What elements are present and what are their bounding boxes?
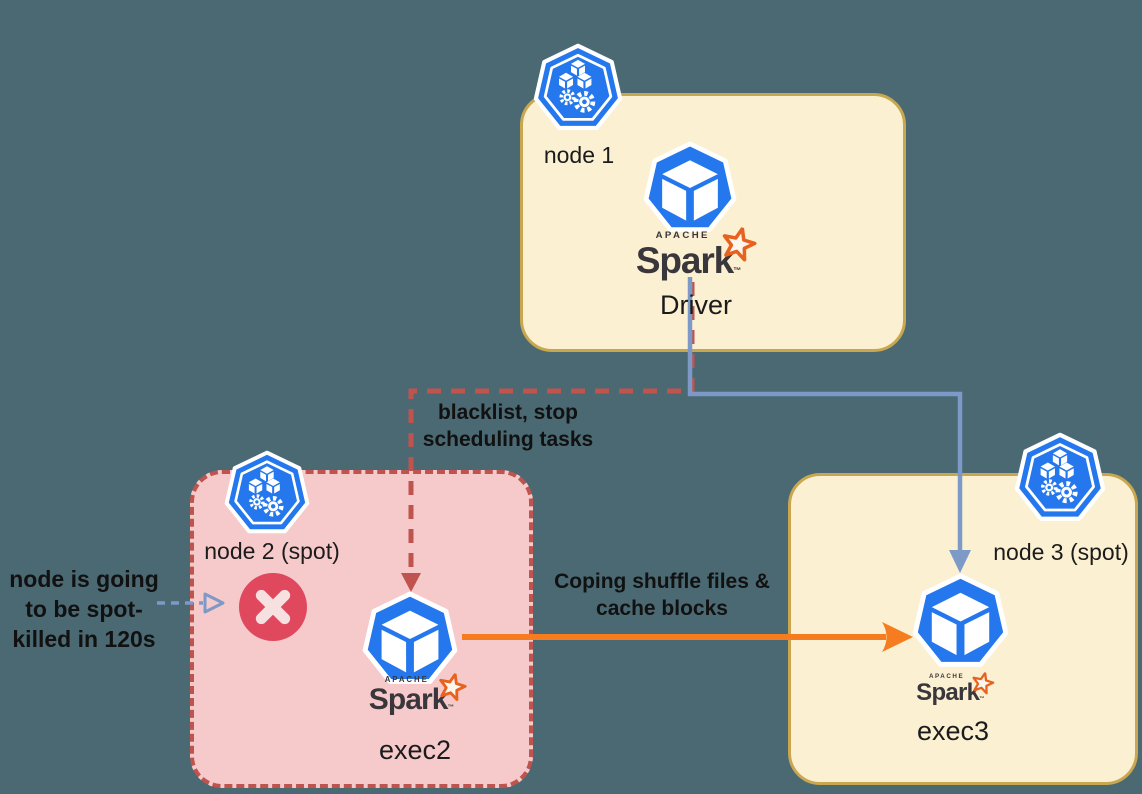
error-x-icon: [239, 573, 307, 641]
driver-to-exec3-arrowhead-icon: [949, 550, 971, 573]
kubernetes-node-icon: [1013, 432, 1107, 526]
copy-shuffle-annotation: Coping shuffle files & cache blocks: [554, 570, 770, 621]
driver-pod-cube-icon: [642, 141, 738, 237]
node2-label: node 2 (spot): [204, 538, 340, 564]
exec2-label: exec2: [378, 735, 452, 765]
kubernetes-node-icon: [223, 450, 311, 538]
spark-name: Spark: [916, 679, 980, 707]
driver-to-exec3-line: [687, 277, 963, 551]
spark-wordmark: Spark™: [916, 681, 984, 705]
spot-kill-arrowhead-icon: [203, 592, 225, 614]
trademark: ™: [447, 703, 455, 711]
spark-name: Spark: [368, 682, 449, 716]
apache-wordmark: APACHE: [928, 673, 965, 680]
spark-logo-driver: APACHE Spark™: [636, 231, 740, 279]
exec3-label: exec3: [916, 716, 990, 746]
spot-kill-annotation: node is going to be spot- killed in 120s: [9, 566, 159, 652]
blacklist-annotation: blacklist, stop scheduling tasks: [422, 401, 594, 452]
spark-name: Spark: [635, 239, 734, 281]
spark-logo-exec2: APACHE Spark™: [369, 676, 454, 715]
blacklist-arrowhead-icon: [401, 573, 421, 592]
trademark: ™: [979, 696, 984, 703]
node1-label: node 1: [543, 142, 615, 168]
spark-wordmark: Spark™: [636, 242, 740, 279]
kubernetes-node-icon: [532, 43, 624, 135]
trademark: ™: [733, 265, 741, 275]
spark-wordmark: Spark™: [369, 685, 454, 715]
node3-label: node 3 (spot): [993, 539, 1129, 565]
driver-label: Driver: [660, 290, 732, 320]
spark-logo-exec3: APACHE Spark™: [916, 674, 984, 705]
exec3-pod-cube-icon: [911, 573, 1010, 672]
apache-wordmark: APACHE: [384, 675, 429, 684]
apache-wordmark: APACHE: [655, 230, 710, 241]
shuffle-copy-arrowhead-icon: [882, 622, 913, 652]
